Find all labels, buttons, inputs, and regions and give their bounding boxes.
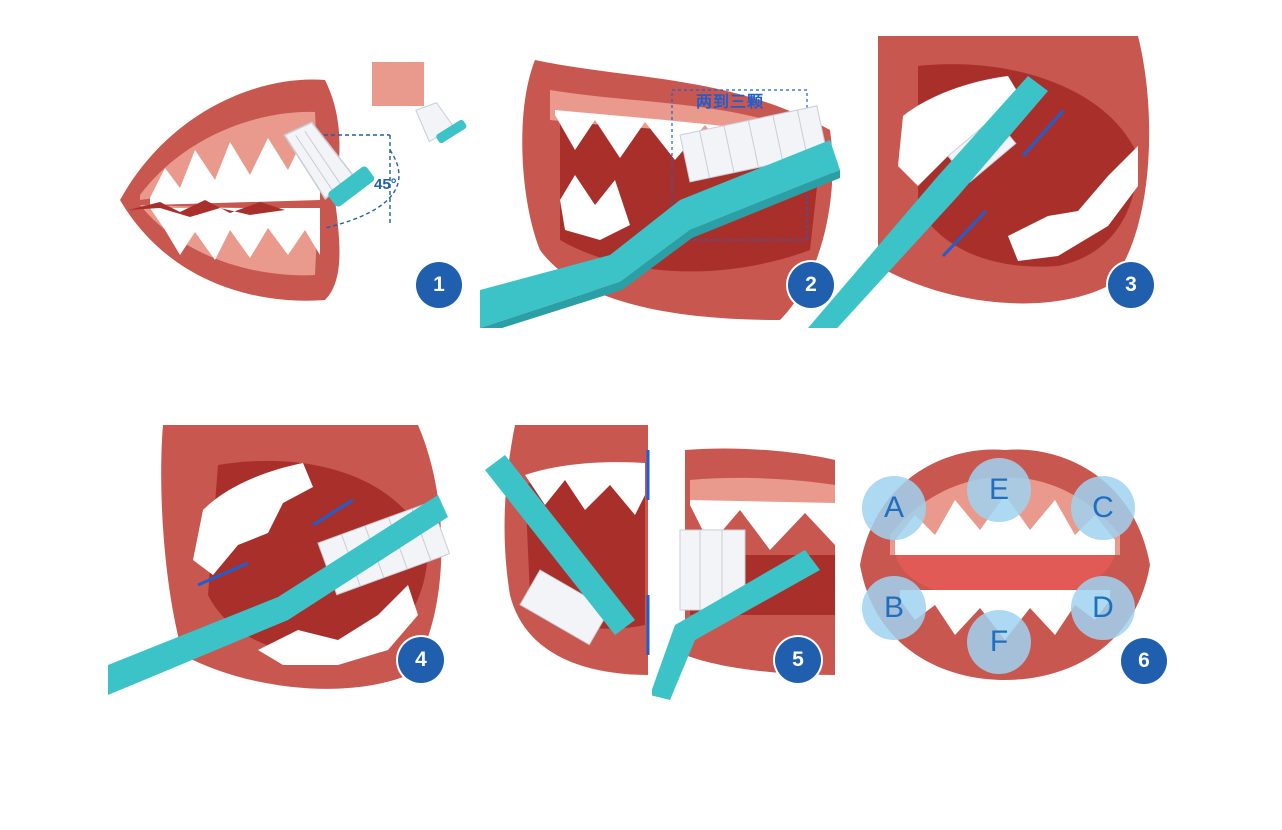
panel-step-1: 45° 1	[110, 50, 480, 320]
zone-e: E	[967, 458, 1031, 522]
illustration-inner-surface-lower	[108, 425, 451, 695]
lower-teeth	[258, 585, 418, 665]
lower-teeth	[150, 208, 320, 260]
tongue	[895, 555, 1115, 600]
upper-gum-right	[690, 477, 835, 505]
toothbrush-handle	[808, 76, 1048, 328]
angle-label: 45°	[374, 176, 397, 193]
step-badge-4: 4	[398, 637, 444, 683]
upper-teeth	[193, 463, 313, 575]
illustration-vertical-front-brushing	[485, 425, 835, 703]
zone-a: A	[862, 476, 926, 540]
angle-arc	[324, 149, 400, 229]
panel-step-2: 两到三颗 2	[480, 50, 850, 328]
lower-teeth	[1008, 146, 1138, 261]
step-badge-6: 6	[1121, 638, 1167, 684]
toothbrush-handle-left	[485, 455, 635, 635]
toothbrush-bristles	[679, 105, 828, 183]
illustration-inner-surface-upper	[808, 36, 1150, 328]
panel-step-4: 4	[108, 425, 453, 703]
illustration-angled-brush-gumline	[120, 62, 467, 301]
toothbrush-bristles-left	[519, 569, 610, 646]
motion-stroke	[197, 561, 249, 587]
panel-step-6: A E C B F D 6	[855, 440, 1175, 700]
toothbrush-head-small	[415, 102, 467, 144]
toothbrush-handle	[480, 140, 840, 328]
upper-teeth	[150, 135, 320, 205]
toothbrush-handle	[108, 495, 448, 695]
toothbrush-handle-right	[650, 550, 820, 700]
motion-stroke	[941, 209, 988, 258]
upper-teeth-right	[690, 500, 835, 550]
zone-b: B	[862, 576, 926, 640]
panel-step-3: 3	[808, 36, 1168, 328]
motion-stroke	[312, 498, 354, 527]
step-badge-3: 3	[1108, 262, 1154, 308]
toothbrush-handle-edge	[480, 170, 840, 328]
upper-teeth-left	[525, 462, 645, 515]
bite-line	[128, 200, 285, 217]
motion-stroke	[1021, 110, 1065, 157]
lower-teeth	[560, 175, 630, 240]
step-badge-2: 2	[788, 262, 834, 308]
step-badge-5: 5	[775, 637, 821, 683]
tooth-span-label: 两到三颗	[696, 92, 765, 111]
zone-d: D	[1071, 576, 1135, 640]
zone-f: F	[967, 610, 1031, 674]
zone-c: C	[1071, 476, 1135, 540]
gum-tooth-crop	[372, 62, 424, 106]
toothbrush-head	[283, 121, 375, 207]
upper-teeth	[895, 495, 1115, 555]
step-badge-1: 1	[416, 262, 462, 308]
illustration-horizontal-brushing	[480, 60, 840, 328]
panel-step-5: 5	[485, 425, 835, 703]
upper-teeth	[898, 76, 1023, 186]
